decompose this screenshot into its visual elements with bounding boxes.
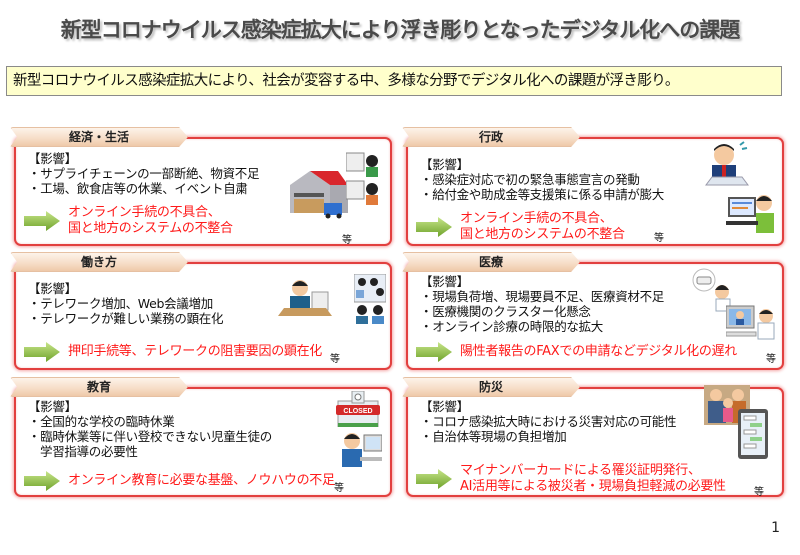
result-text: マイナンバーカードによる罹災証明発行、 <box>460 463 701 478</box>
impact-label: 【影響】 <box>28 399 77 414</box>
impact-item: ・全国的な学校の臨時休業 <box>28 414 175 429</box>
impact-list: 【影響】 ・全国的な学校の臨時休業 ・臨時休業等に伴い登校できない児童生徒の 学… <box>28 399 272 459</box>
result-text: オンライン教育に必要な基盤、ノウハウの不足 <box>68 473 335 488</box>
person-at-laptop-icon <box>726 195 774 233</box>
impact-list: 【影響】 ・テレワーク増加、Web会議増加 ・テレワークが難しい業務の顕在化 <box>28 281 224 326</box>
result-row: オンライン手続の不具合、 国と地方のシステムの不整合 <box>24 205 233 237</box>
result-row: オンライン教育に必要な基盤、ノウハウの不足 <box>24 471 335 491</box>
result-row: オンライン手続の不具合、 国と地方のシステムの不整合 <box>416 211 625 243</box>
closed-school-icon: CLOSED <box>336 391 380 427</box>
impact-item: ・サプライチェーンの一部断絶、物資不足 <box>28 166 260 181</box>
category-tab: 教育 <box>10 377 188 397</box>
result-text: 国と地方のシステムの不整合 <box>68 221 233 236</box>
summary-banner: 新型コロナウイルス感染症拡大により、社会が変容する中、多様な分野でデジタル化への… <box>6 66 782 96</box>
impact-list: 【影響】 ・感染症対応で初の緊急事態宣言の発動 ・給付金や助成金等支援策に係る申… <box>420 157 664 202</box>
green-arrow-icon <box>416 217 452 237</box>
online-consultation-icon <box>726 305 775 340</box>
web-meeting-icon <box>354 274 386 324</box>
impact-item: ・給付金や助成金等支援策に係る申請が膨大 <box>420 187 665 202</box>
result-text: 陽性者報告のFAXでの申請などデジタル化の遅れ <box>460 344 737 359</box>
panel-work-style: 働き方 【影響】 ・テレワーク増加、Web会議増加 ・テレワークが難しい業務の顕… <box>10 252 392 370</box>
etc-label: 等 <box>754 487 764 498</box>
worker-at-desk-icon <box>278 280 332 316</box>
student-online-icon <box>342 433 382 467</box>
category-tab: 働き方 <box>10 252 188 272</box>
green-arrow-icon <box>24 211 60 231</box>
impact-item: ・現場負荷増、現場要員不足、医療資材不足 <box>420 289 665 304</box>
result-row: マイナンバーカードによる罹災証明発行、 AI活用等による被災者・現場負担軽減の必… <box>416 463 726 495</box>
impact-label: 【影響】 <box>420 274 469 289</box>
category-tab: 経済・生活 <box>10 127 188 147</box>
impact-item: ・臨時休業等に伴い登校できない児童生徒の <box>28 429 273 444</box>
impact-item: ・コロナ感染拡大時における災害対応の可能性 <box>420 414 677 429</box>
panel-education: 教育 【影響】 ・全国的な学校の臨時休業 ・臨時休業等に伴い登校できない児童生徒… <box>10 377 392 497</box>
impact-item: ・感染症対応で初の緊急事態宣言の発動 <box>420 172 640 187</box>
impact-item: ・自治体等現場の負担増加 <box>420 429 567 444</box>
impact-item: ・医療機関のクラスター化懸念 <box>420 304 591 319</box>
panel-medical: 医療 【影響】 ・現場負荷増、現場要員不足、医療資材不足 ・医療機関のクラスター… <box>402 252 784 370</box>
etc-label: 等 <box>334 483 344 494</box>
result-text: 国と地方のシステムの不整合 <box>460 227 625 242</box>
warehouse-truck-icon <box>290 171 348 219</box>
page-title: 新型コロナウイルス感染症拡大により浮き彫りとなったデジタル化への課題 <box>60 18 741 42</box>
green-arrow-icon <box>24 471 60 491</box>
green-arrow-icon <box>416 469 452 489</box>
result-text: オンライン手続の不具合、 <box>460 211 613 226</box>
impact-list: 【影響】 ・現場負荷増、現場要員不足、医療資材不足 ・医療機関のクラスター化懸念… <box>420 274 664 334</box>
etc-label: 等 <box>342 235 352 246</box>
panel-economy-life: 経済・生活 【影響】 ・サプライチェーンの一部断絶、物資不足 ・工場、飲食店等の… <box>10 127 392 246</box>
impact-item: 学習指導の必要性 <box>40 444 138 459</box>
result-text: AI活用等による被災者・現場負担軽減の必要性 <box>460 479 726 494</box>
page-number: 1 <box>771 520 780 536</box>
etc-label: 等 <box>654 233 664 244</box>
video-call-icon <box>346 152 378 205</box>
result-text: オンライン手続の不具合、 <box>68 205 221 220</box>
category-tab: 行政 <box>402 127 580 147</box>
impact-item: ・オンライン診療の時限的な拡大 <box>420 319 604 334</box>
category-tab: 医療 <box>402 252 580 272</box>
impact-label: 【影響】 <box>420 157 469 172</box>
impact-label: 【影響】 <box>28 281 77 296</box>
impact-label: 【影響】 <box>28 151 77 166</box>
busy-officer-phone-icon <box>705 141 749 186</box>
evacuation-family-icon <box>704 385 768 459</box>
result-text: 押印手続等、テレワークの阻害要因の顕在化 <box>68 344 323 359</box>
result-row: 押印手続等、テレワークの阻害要因の顕在化 <box>24 342 322 362</box>
closed-sign-text: CLOSED <box>343 408 372 415</box>
impact-item: ・テレワークが難しい業務の顕在化 <box>28 311 224 326</box>
impact-list: 【影響】 ・コロナ感染拡大時における災害対応の可能性 ・自治体等現場の負担増加 <box>420 399 677 444</box>
impact-label: 【影響】 <box>420 399 469 414</box>
category-tab: 防災 <box>402 377 580 397</box>
panel-disaster-prevention: 防災 【影響】 ・コロナ感染拡大時における災害対応の可能性 ・自治体等現場の負担… <box>402 377 784 498</box>
etc-label: 等 <box>330 354 340 365</box>
green-arrow-icon <box>24 342 60 362</box>
etc-label: 等 <box>766 354 776 365</box>
green-arrow-icon <box>416 342 452 362</box>
impact-item: ・テレワーク増加、Web会議増加 <box>28 296 213 311</box>
impact-list: 【影響】 ・サプライチェーンの一部断絶、物資不足 ・工場、飲食店等の休業、イベン… <box>28 151 259 196</box>
result-row: 陽性者報告のFAXでの申請などデジタル化の遅れ <box>416 342 737 362</box>
panel-administration: 行政 【影響】 ・感染症対応で初の緊急事態宣言の発動 ・給付金や助成金等支援策に… <box>402 127 784 246</box>
impact-item: ・工場、飲食店等の休業、イベント自粛 <box>28 181 248 196</box>
doctor-mask-icon <box>692 268 731 312</box>
